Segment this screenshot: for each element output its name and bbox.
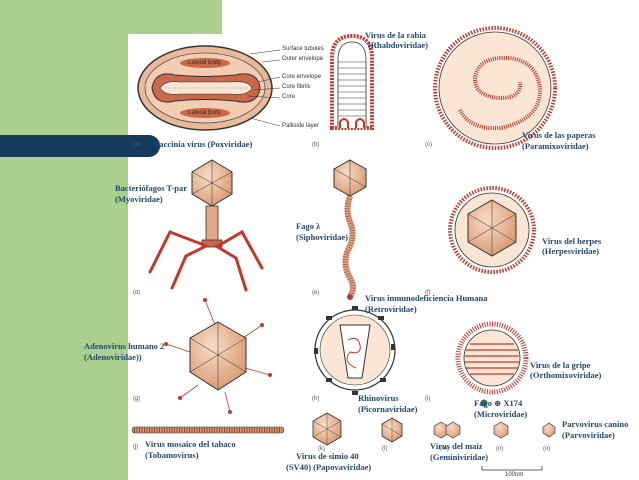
pox-callout-outer-envelope: Outer envelope (282, 56, 324, 62)
panel-letter-l: (l) (382, 446, 388, 452)
panel-letter-n: (n) (496, 446, 504, 452)
panel-letter-a: (a) (133, 142, 141, 148)
label-tpar-family: (Myoviridae) (115, 194, 163, 204)
label-tabaco-family: (Tobamovirus) (145, 450, 199, 460)
label-gripe-family: (Orthomixoviridae) (530, 370, 602, 380)
lambda-phage-illustration (333, 159, 367, 300)
panel-letter-k: (k) (318, 446, 325, 452)
scale-bar-label: 100nm (505, 472, 524, 478)
label-paperas-name: Virus de las paperas (522, 130, 596, 140)
label-vih-family: (Retroviridae) (365, 304, 417, 314)
scale-bar-line (481, 466, 543, 471)
panel-letter-o: (o) (543, 446, 551, 452)
herpes-illustration (448, 186, 536, 274)
influenza-illustration (455, 321, 529, 395)
label-rhino-family: (Picornaviridae) (358, 404, 418, 414)
small-capsids (312, 412, 556, 446)
label-maiz-family: (Geminiviridae) (430, 452, 489, 462)
pox-callout-core: Core (282, 94, 296, 100)
label-lambda-name: Fago λ (296, 221, 321, 231)
panel-letter-j: (j) (133, 444, 139, 450)
panel-letter-i: (i) (425, 396, 431, 402)
panel-letter-h: (h) (312, 396, 320, 402)
pox-callout-core-envelope: Core envelope (282, 74, 322, 80)
label-tpar-name: Bacteriófagos T-par (115, 183, 188, 193)
label-simio-family: (SV40) (Papovaviridae) (286, 462, 372, 472)
label-lambda-family: (Siphoviridae) (296, 232, 348, 242)
label-rhino-name: Rhinovirus (358, 393, 399, 403)
label-herpes-family: (Herpesviridae) (542, 246, 600, 256)
pox-callout-core-fibrils: Core fibrils (282, 84, 311, 90)
phix174-marker (480, 399, 488, 407)
panel-letter-e: (e) (312, 290, 320, 296)
label-parvo-name: Parvovirus canino (562, 419, 629, 429)
label-adeno-name: Adenovirus humano 2 (84, 341, 165, 351)
label-tabaco-name: Virus mosaico del tabaco (145, 439, 236, 449)
panel-letter-b: (b) (312, 142, 320, 148)
panel-letter-m: (m) (440, 446, 449, 452)
pox-callout-surface-tubules: Surface tubules (282, 46, 324, 52)
label-fagox-family: (Microviridae) (474, 409, 528, 419)
panel-letter-f: (f) (425, 290, 431, 296)
label-gripe-name: Virus de la gripe (530, 360, 591, 370)
panel-letter-d: (d) (133, 290, 141, 296)
tobacco-mosaic-illustration (131, 426, 285, 434)
panel-letter-g: (g) (133, 396, 141, 402)
pox-callout-lines (247, 49, 281, 127)
label-simio-name: Virus de simio 40 (296, 451, 359, 461)
label-maiz-name: Virus del maíz (430, 441, 483, 451)
label-fagox-name: Fago ⊕ X174 (474, 398, 523, 408)
label-paperas-family: (Paramixoviridae) (522, 141, 589, 151)
rabies-illustration (330, 33, 374, 130)
label-rabia-family: (Rhabdoviridae) (368, 40, 428, 50)
label-rabia-name: Virus de la rabia (365, 30, 426, 40)
poxvirus-illustration (137, 45, 273, 131)
pox-lateral-body-bottom: Lateral body (188, 110, 222, 116)
t-even-phage-illustration (148, 159, 264, 292)
label-vih-name: Virus inmunodeficiencia Humana (365, 293, 488, 303)
label-adeno-family: (Adenoviridae)) (84, 352, 142, 362)
green-side-band (0, 0, 130, 480)
label-parvo-family: (Parvoviridae) (562, 430, 615, 440)
paramyxovirus-illustration (433, 26, 557, 150)
pox-lateral-body-top: Lateral body (188, 60, 222, 66)
label-vaccinia: Vaccinia virus (Poxviridae) (154, 139, 253, 149)
navy-accent-bar (0, 135, 160, 157)
label-herpes-name: Virus del herpes (542, 236, 602, 246)
panel-letter-c: (c) (425, 142, 432, 148)
hiv-illustration (314, 306, 396, 395)
adenovirus-illustration (164, 298, 272, 414)
green-top-band (0, 0, 222, 34)
pox-callout-palisade-layer: Palliside layer (282, 123, 320, 129)
